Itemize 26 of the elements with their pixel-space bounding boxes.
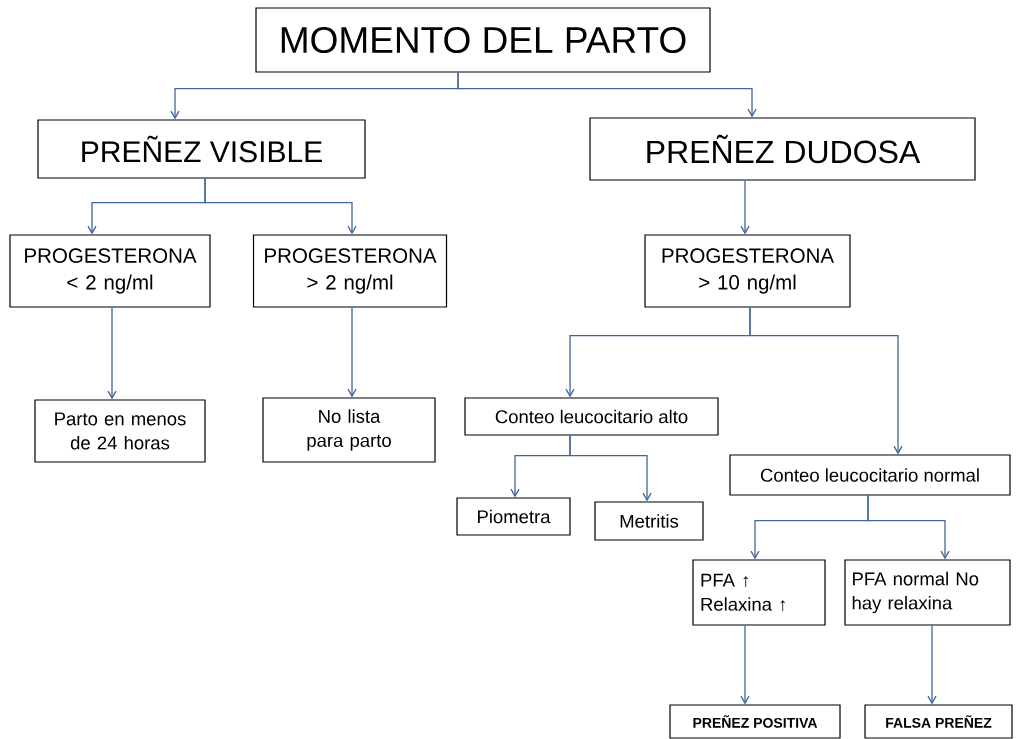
arrow — [569, 434, 652, 502]
arrow — [347, 306, 357, 398]
process-box: PREÑEZ VISIBLE — [37, 119, 366, 179]
process-box: Metritis — [594, 501, 704, 541]
process-box: PFA normal No hay relaxina — [844, 559, 1011, 626]
process-box: FALSA PREÑEZ — [864, 704, 1013, 739]
process-box: Conteo leucocitario alto — [464, 397, 719, 436]
arrow — [749, 306, 903, 455]
arrow — [107, 306, 117, 400]
process-box: MOMENTO DEL PARTO — [255, 7, 711, 73]
process-box: PFA ↑ Relaxina ↑ — [692, 559, 826, 626]
arrow — [927, 624, 937, 705]
process-box: No lista para parto — [262, 397, 436, 463]
process-box: Parto en menos de 24 horas — [34, 399, 206, 463]
process-box: PROGESTERONA > 10 ng/ml — [644, 234, 851, 308]
process-box: PREÑEZ DUDOSA — [589, 117, 976, 181]
process-box: PROGESTERONA > 2 ng/ml — [252, 234, 448, 308]
process-box: Conteo leucocitario normal — [729, 454, 1011, 496]
arrow — [204, 177, 357, 235]
arrow — [740, 179, 750, 235]
arrow — [457, 71, 757, 118]
process-box: PROGESTERONA < 2 ng/ml — [9, 234, 211, 308]
process-box: Piometra — [456, 497, 571, 536]
arrow — [740, 624, 750, 705]
process-box: PREÑEZ POSITIVA — [669, 704, 841, 739]
arrow — [867, 494, 950, 560]
